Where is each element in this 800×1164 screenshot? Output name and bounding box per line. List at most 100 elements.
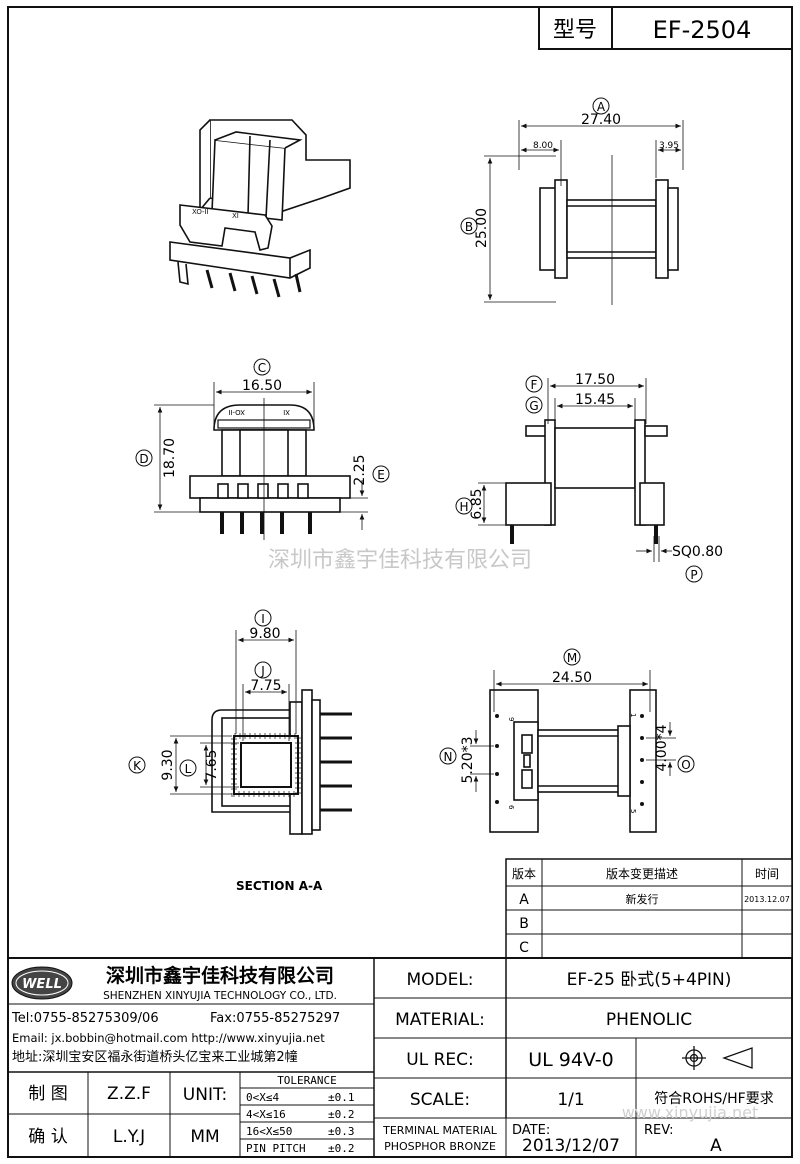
dim-j-value: 7.75: [250, 678, 281, 694]
dim-e-value: 2.25: [352, 454, 368, 485]
balloon-p-label: P: [690, 568, 697, 582]
balloon-b-label: B: [465, 220, 473, 234]
balloon-o: [677, 755, 695, 773]
balloon-j: [254, 661, 272, 679]
pin-number-9: 9: [507, 717, 515, 721]
company-address: 地址:深圳宝安区福永街道桥头亿宝来工业城第2幢: [12, 1049, 298, 1065]
model-value: EF-25 卧式(5+4PIN): [567, 970, 732, 990]
rohs-compliance: 符合ROHS/HF要求: [654, 1091, 773, 1107]
company-email: Email: jx.bobbin@hotmail.com http://www.…: [12, 1031, 325, 1045]
projection-symbol: [682, 1046, 753, 1070]
dim-n-value: 5.20*3: [460, 736, 476, 783]
balloon-a: [592, 97, 610, 115]
company-tel: Tel:0755-85275309/06: [11, 1011, 159, 1026]
ulrec-value: UL 94V-0: [528, 1049, 614, 1071]
dim-a-left: 8.00: [533, 141, 553, 151]
outer-frame: [7, 6, 793, 1158]
rev-row-a-date: 2013.12.07: [744, 895, 790, 904]
unit-label: UNIT:: [183, 1085, 227, 1105]
tolerance-range-4: PIN PITCH: [246, 1142, 306, 1155]
balloon-b: [460, 217, 478, 235]
check-label: 确 认: [28, 1127, 67, 1147]
balloon-e-label: E: [377, 468, 385, 482]
balloon-g: [525, 396, 543, 414]
balloon-f-label: F: [531, 378, 538, 392]
draw-value: Z.Z.F: [107, 1084, 151, 1104]
balloon-p: [685, 565, 703, 583]
balloon-h: [455, 497, 473, 515]
dim-k-value: 9.30: [160, 749, 176, 780]
logo-text: WELL: [22, 977, 62, 992]
front-mark-left: XO-II: [228, 408, 245, 416]
company-name-en: SHENZHEN XINYUJIA TECHNOLOGY CO., LTD.: [103, 990, 337, 1002]
terminal-material-line2: PHOSPHOR BRONZE: [384, 1140, 496, 1153]
pin-number-1: 1: [629, 713, 637, 717]
balloon-m: [563, 648, 581, 666]
dim-i-value: 9.80: [249, 626, 280, 642]
date-label: DATE:: [512, 1123, 550, 1138]
rev-label: REV:: [644, 1123, 673, 1138]
balloon-i: [254, 609, 272, 627]
scale-label: SCALE:: [410, 1090, 470, 1110]
header-model-box: 型号 EF-2504: [538, 6, 793, 50]
ulrec-label: UL REC:: [406, 1050, 473, 1070]
balloon-c-label: C: [258, 361, 266, 375]
tolerance-value-2: ±0.2: [328, 1108, 355, 1121]
material-label: MATERIAL:: [395, 1010, 485, 1030]
title-block: MODEL: EF-25 卧式(5+4PIN) MATERIAL: PHENOL…: [8, 957, 792, 1157]
tolerance-value-3: ±0.3: [328, 1125, 355, 1138]
company-fax: Fax:0755-85275297: [210, 1011, 340, 1026]
dim-d-value: 18.70: [162, 438, 178, 478]
company-name-cn: 深圳市鑫宇佳科技有限公司: [106, 964, 334, 987]
dim-a-right: 3.95: [659, 141, 679, 151]
side-view: A 27.40 8.00 3.95 B 25.00: [460, 97, 684, 305]
rev-header-description: 版本变更描述: [606, 866, 678, 881]
tolerance-range-3: 16<X≤50: [246, 1125, 292, 1138]
company-logo: WELL: [11, 966, 73, 1000]
balloon-h-label: H: [459, 500, 468, 514]
rev-header-date: 时间: [755, 867, 779, 881]
rev-row-c-rev: C: [519, 940, 529, 956]
dim-p-value: SQ0.80: [672, 544, 723, 560]
balloon-l: [179, 759, 197, 777]
front-mark-right: XI: [283, 408, 290, 416]
balloon-j-label: J: [260, 664, 265, 678]
isometric-view: XO-II XI: [169, 119, 351, 298]
draw-label: 制 图: [28, 1084, 67, 1104]
front-view: XO-II XI C 16.50 D 18.70 E 2.25: [135, 358, 390, 540]
dim-f-value: 17.50: [575, 372, 615, 388]
balloon-k-label: K: [133, 759, 142, 773]
header-model-value: EF-2504: [653, 16, 752, 44]
iso-mark-left: XO-II: [192, 208, 209, 216]
dim-m-value: 24.50: [552, 670, 592, 686]
dim-c-value: 16.50: [242, 378, 282, 394]
terminal-material-line1: TERMINAL MATERIAL: [382, 1124, 498, 1137]
top-side-view: F 17.50 G 15.45 H 6.85 SQ0.80 P: [455, 372, 723, 583]
rev-value: A: [710, 1136, 722, 1156]
bottom-view: 9 6 1 5 M 24.50 N 5.20*3 O 4.00*4: [439, 648, 695, 833]
balloon-d: [135, 449, 153, 467]
material-value: PHENOLIC: [606, 1010, 692, 1030]
tolerance-range-1: 0<X≤4: [246, 1091, 279, 1104]
rev-row-a-rev: A: [519, 892, 529, 908]
tolerance-value-4: ±0.2: [328, 1142, 355, 1155]
balloon-a-label: A: [597, 100, 606, 114]
watermark-url: www.xinyujia.net: [622, 1103, 759, 1122]
balloon-i-label: I: [261, 612, 265, 626]
unit-value: MM: [190, 1127, 219, 1147]
pin-number-5: 5: [629, 809, 637, 813]
rev-header-version: 版本: [512, 867, 536, 881]
scale-value: 1/1: [557, 1090, 584, 1110]
date-value: 2013/12/07: [522, 1136, 620, 1156]
balloon-n: [439, 747, 457, 765]
balloon-f: [525, 375, 543, 393]
dim-o-value: 4.00*4: [654, 724, 670, 771]
balloon-g-label: G: [529, 399, 538, 413]
dim-g-value: 15.45: [575, 392, 615, 408]
revision-table: 版本 版本变更描述 时间 A 新发行 2013.12.07 B C: [505, 858, 793, 959]
dim-l-value: 7.65: [204, 749, 220, 780]
rev-row-b-rev: B: [519, 916, 529, 932]
tolerance-title: TOLERANCE: [277, 1074, 337, 1087]
check-value: L.Y.J: [113, 1127, 145, 1147]
